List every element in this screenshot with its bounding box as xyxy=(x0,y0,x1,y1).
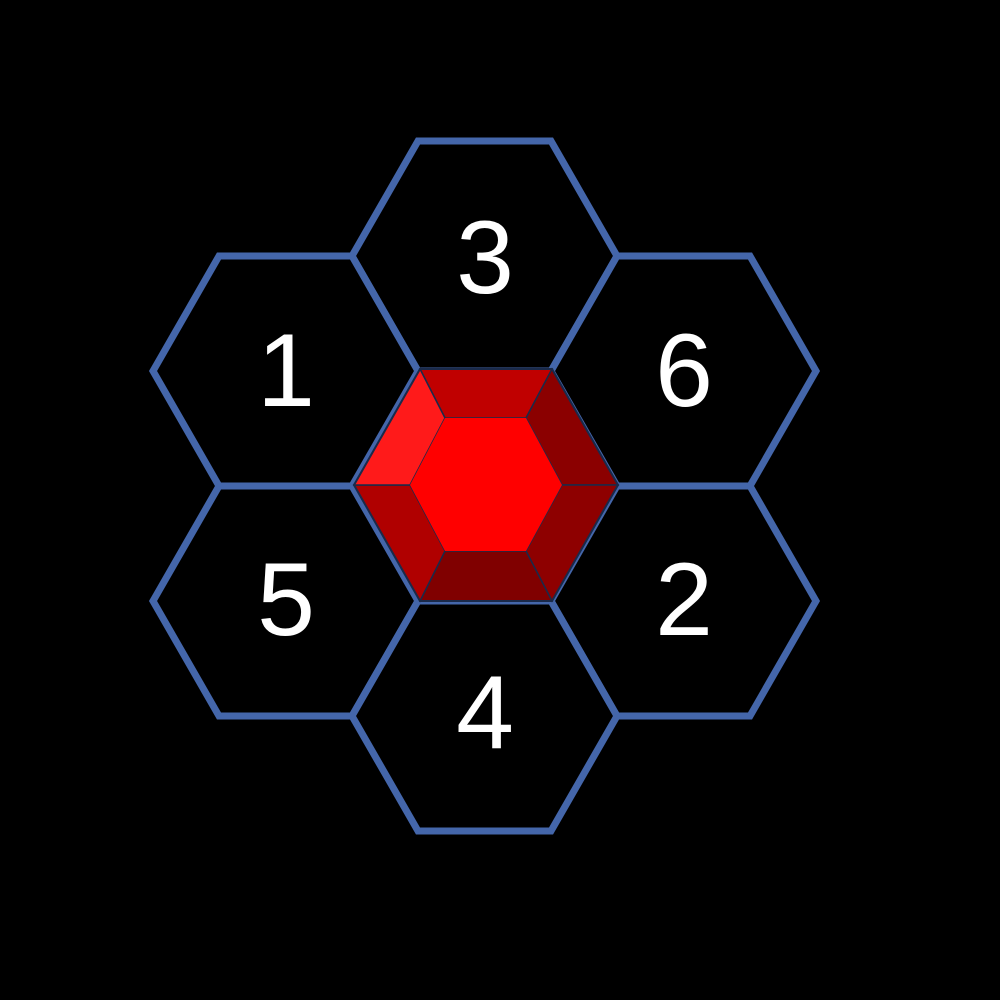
cell-number: 6 xyxy=(655,313,713,429)
gem-outline xyxy=(352,368,620,602)
cell-number: 5 xyxy=(257,542,315,658)
hex-cell-lower-right[interactable]: 2 xyxy=(546,482,821,720)
hex-cell-upper-left[interactable]: 1 xyxy=(148,252,423,490)
cell-number: 3 xyxy=(456,200,514,316)
cell-number: 2 xyxy=(655,542,713,658)
red-hexagon-gem-icon xyxy=(352,367,620,603)
gem-face xyxy=(410,418,562,551)
cell-number: 1 xyxy=(257,313,315,429)
hex-cell-lower-left[interactable]: 5 xyxy=(148,482,423,720)
cell-number: 4 xyxy=(456,655,514,771)
